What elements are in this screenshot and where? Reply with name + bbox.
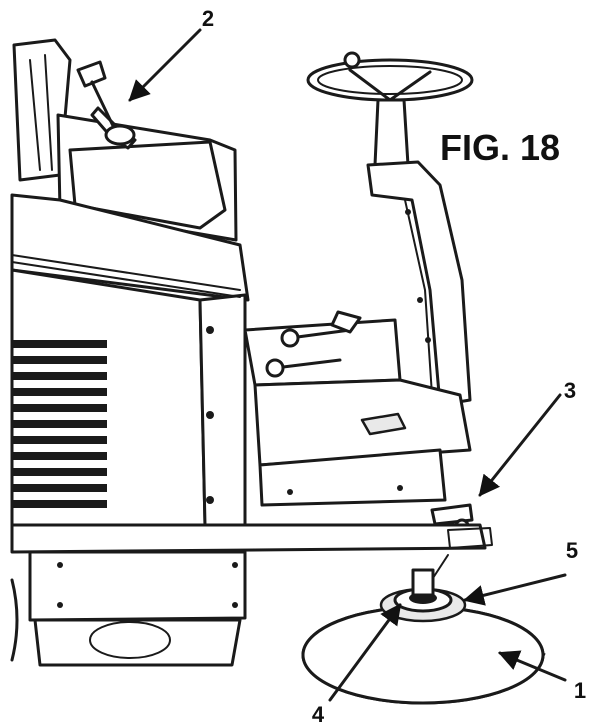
figure-title: FIG. 18	[440, 127, 560, 168]
chassis-frame	[10, 523, 493, 667]
seat-assembly	[12, 38, 238, 242]
callout-3: 3	[564, 378, 576, 403]
callout-2: 2	[202, 6, 214, 31]
machine-body	[10, 193, 250, 527]
operator-platform	[243, 310, 472, 507]
vent-grille	[12, 340, 107, 508]
callout-5: 5	[566, 538, 578, 563]
callout-1: 1	[574, 678, 586, 703]
side-broom	[301, 554, 546, 705]
lever-handle	[76, 60, 137, 150]
leader-lines	[128, 28, 567, 702]
callout-4: 4	[312, 702, 325, 726]
